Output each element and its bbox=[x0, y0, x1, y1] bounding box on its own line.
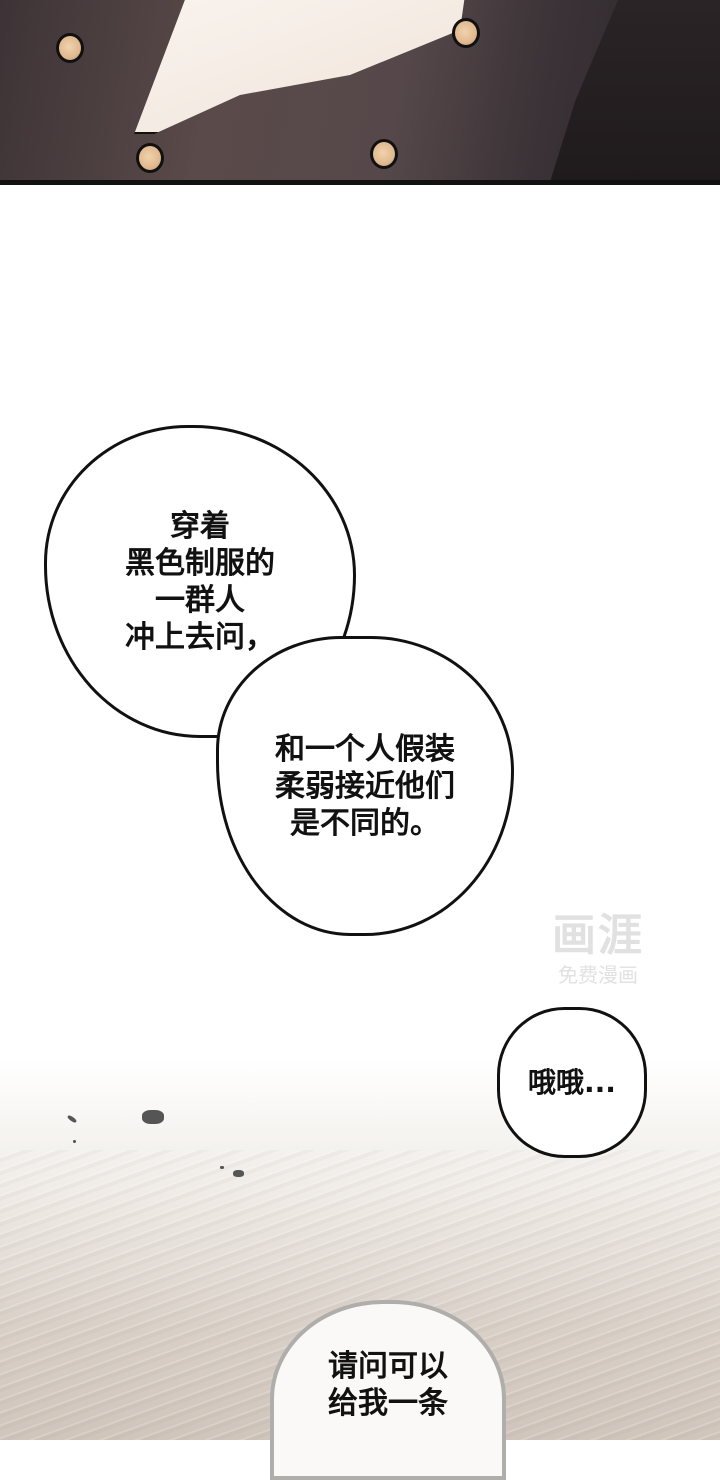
ink-spot bbox=[73, 1140, 76, 1143]
speech-bubble-2: 和一个人假装 柔弱接近他们 是不同的。 bbox=[216, 636, 514, 936]
coat-button-icon bbox=[136, 143, 164, 173]
speech-text: 请问可以 给我一条 bbox=[328, 1349, 448, 1421]
white-collar bbox=[130, 0, 470, 134]
speech-bubble-4: 请问可以 给我一条 bbox=[270, 1300, 506, 1480]
ink-spot bbox=[233, 1170, 244, 1177]
watermark-subtitle: 免费漫画 bbox=[558, 963, 638, 987]
ink-spot bbox=[142, 1110, 164, 1124]
speech-text: 哦哦... bbox=[528, 1066, 616, 1099]
coat-button-icon bbox=[370, 139, 398, 169]
watermark: 画涯 免费漫画 bbox=[538, 910, 658, 988]
speech-bubble-3: 哦哦... bbox=[497, 1007, 647, 1158]
dark-hair bbox=[550, 0, 720, 182]
speech-text: 穿着 黑色制服的 一群人 冲上去问， bbox=[125, 508, 275, 655]
coat-button-icon bbox=[452, 18, 480, 48]
speech-text: 和一个人假装 柔弱接近他们 是不同的。 bbox=[275, 731, 455, 841]
watermark-logo: 画涯 bbox=[552, 910, 644, 961]
coat-button-icon bbox=[56, 33, 84, 63]
panel-border bbox=[0, 180, 720, 185]
comic-panel-uniform bbox=[0, 0, 720, 182]
ink-spot bbox=[220, 1166, 224, 1169]
